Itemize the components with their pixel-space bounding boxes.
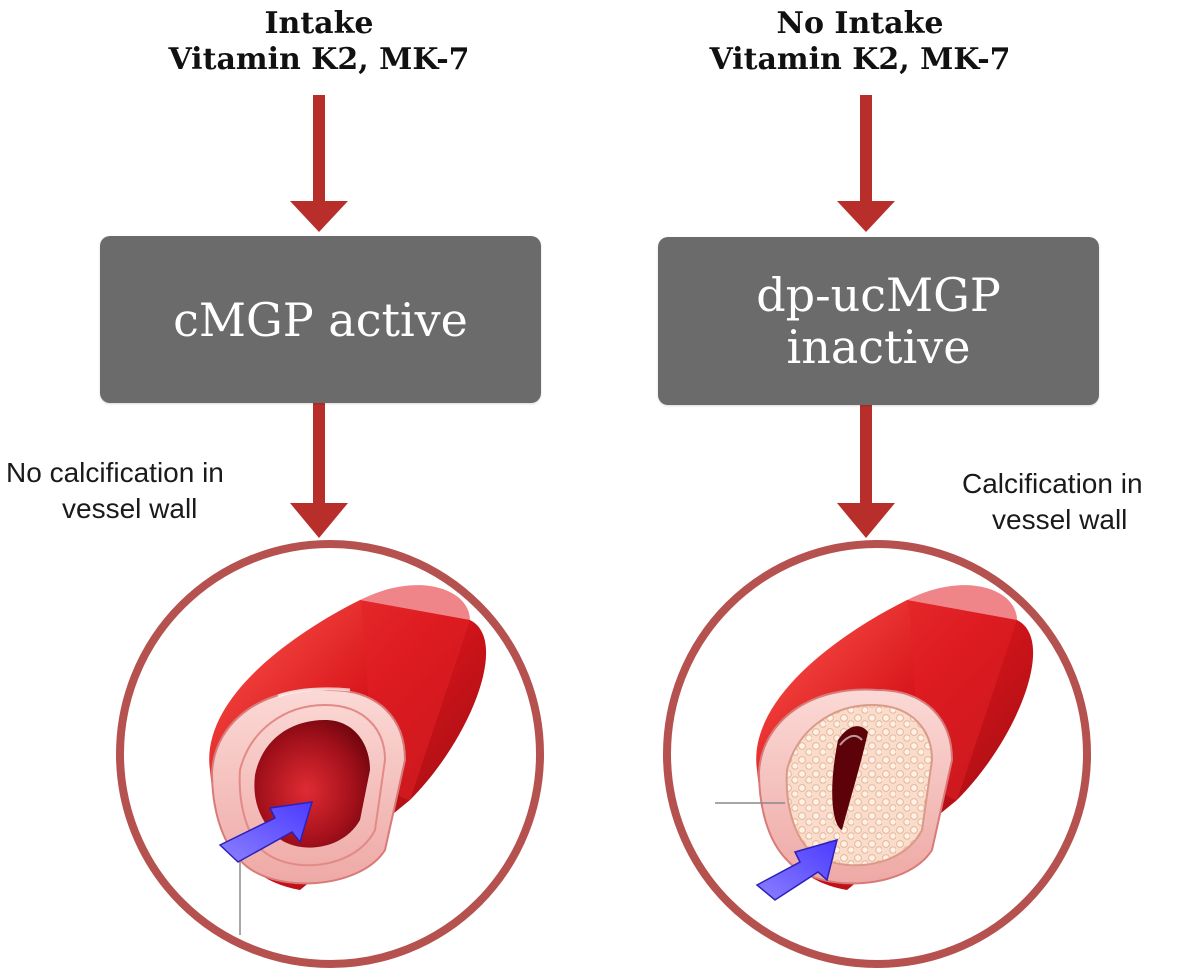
left-state-box: cMGP active [100, 236, 541, 403]
right-state-box: dp-ucMGP inactive [658, 237, 1099, 405]
left-heading: Intake Vitamin K2, MK-7 [39, 6, 599, 78]
blood-flow-arrow-icon [218, 801, 314, 863]
left-connector-top [290, 95, 348, 232]
right-outcome-text: Calcification in vessel wall [962, 466, 1143, 538]
left-heading-line1: Intake [264, 6, 374, 41]
right-connector-top [837, 95, 895, 232]
left-outcome-line2: vessel wall [62, 493, 198, 524]
blood-flow-arrow-right-icon [755, 838, 839, 901]
left-connector-bottom [290, 400, 348, 538]
left-heading-line2: Vitamin K2, MK-7 [168, 42, 470, 77]
right-outcome-line2: vessel wall [992, 504, 1128, 535]
left-state-label: cMGP active [173, 292, 468, 347]
right-state-label-line1: dp-ucMGP [756, 268, 1001, 322]
left-outcome-text: No calcification in vessel wall [6, 455, 224, 527]
healthy-artery-illustration [209, 585, 487, 935]
right-heading-line1: No Intake [776, 6, 944, 41]
right-heading: No Intake Vitamin K2, MK-7 [580, 6, 1140, 78]
right-outcome-line1: Calcification in [962, 468, 1143, 499]
right-connector-bottom [837, 400, 895, 538]
calcified-artery-illustration [715, 585, 1034, 901]
left-outcome-line1: No calcification in [6, 457, 224, 488]
right-state-label-line2: inactive [786, 320, 971, 374]
right-heading-line2: Vitamin K2, MK-7 [709, 42, 1011, 77]
